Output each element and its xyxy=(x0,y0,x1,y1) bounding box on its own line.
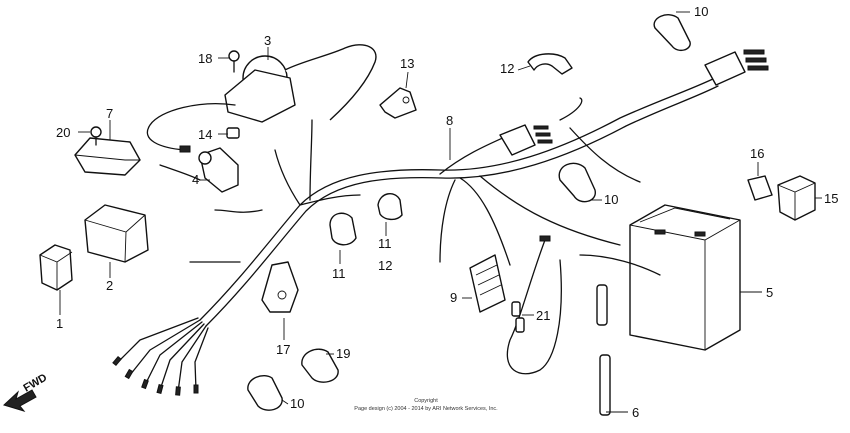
battery-cables xyxy=(506,235,661,375)
part-11-clamp-left xyxy=(329,212,357,246)
callout-11-left: 11 xyxy=(332,266,346,281)
part-2 xyxy=(84,204,149,263)
callout-10-bottom: 10 xyxy=(290,396,304,411)
part-4-plug-cap xyxy=(198,147,239,193)
part-17-bracket xyxy=(261,261,299,313)
connector-mid xyxy=(499,124,553,156)
fwd-arrow-icon xyxy=(3,389,37,412)
callout-1: 1 xyxy=(56,316,63,331)
part-13-bracket xyxy=(379,87,417,119)
part-14 xyxy=(226,127,240,139)
callout-20: 20 xyxy=(56,125,70,140)
callout-8: 8 xyxy=(446,113,453,128)
fwd-direction-indicator: FWD xyxy=(3,372,50,412)
callout-14: 14 xyxy=(198,127,212,142)
copyright-line-1: Copyright xyxy=(414,398,438,404)
callout-12-bottom: 12 xyxy=(378,258,392,273)
callout-19: 19 xyxy=(336,346,350,361)
callout-12-top: 12 xyxy=(500,61,514,76)
callout-10-top: 10 xyxy=(694,4,708,19)
callout-21: 21 xyxy=(536,308,550,323)
callout-15: 15 xyxy=(824,191,838,206)
callout-6: 6 xyxy=(632,405,639,420)
callout-5: 5 xyxy=(766,285,773,300)
part-5-battery xyxy=(629,204,741,351)
part-10-clamp-top xyxy=(653,14,691,52)
callout-7: 7 xyxy=(106,106,113,121)
callout-13: 13 xyxy=(400,56,414,71)
part-7 xyxy=(74,137,141,176)
connector-top-right xyxy=(704,49,769,86)
part-15-relay xyxy=(777,175,816,221)
fwd-label: FWD xyxy=(22,372,50,395)
part-6-tube xyxy=(596,284,611,416)
callout-2: 2 xyxy=(106,278,113,293)
copyright-line-2: Page design (c) 2004 - 2014 by ARI Netwo… xyxy=(354,406,498,412)
part-10-clamp-bottom xyxy=(247,374,283,411)
part-20-bolt xyxy=(90,126,102,146)
part-3-ignition-coil xyxy=(146,44,377,153)
callout-labels: 1 2 3 4 5 6 7 8 9 10 10 10 11 11 12 12 1… xyxy=(56,4,838,420)
copyright-notice: Copyright Page design (c) 2004 - 2014 by… xyxy=(354,398,498,412)
part-1 xyxy=(39,244,73,291)
part-18-bolt xyxy=(228,50,240,73)
callout-10-right: 10 xyxy=(604,192,618,207)
callout-11-right: 11 xyxy=(378,236,392,251)
callout-3: 3 xyxy=(264,33,271,48)
wire-harness xyxy=(159,77,719,327)
callout-18: 18 xyxy=(198,51,212,66)
callout-9: 9 xyxy=(450,290,457,305)
part-9-fuse-block xyxy=(469,254,506,313)
callout-4: 4 xyxy=(192,172,199,187)
part-10-clamp-right xyxy=(558,162,596,203)
part-12-clamp-top xyxy=(527,53,573,75)
callout-16: 16 xyxy=(750,146,764,161)
harness-wire-ends xyxy=(112,317,209,396)
part-16 xyxy=(747,175,773,201)
part-19-clamp xyxy=(301,348,339,383)
callout-17: 17 xyxy=(276,342,290,357)
leader-lines xyxy=(59,11,822,413)
part-21-fuse xyxy=(511,301,525,333)
part-11-clamp-right xyxy=(377,193,403,221)
